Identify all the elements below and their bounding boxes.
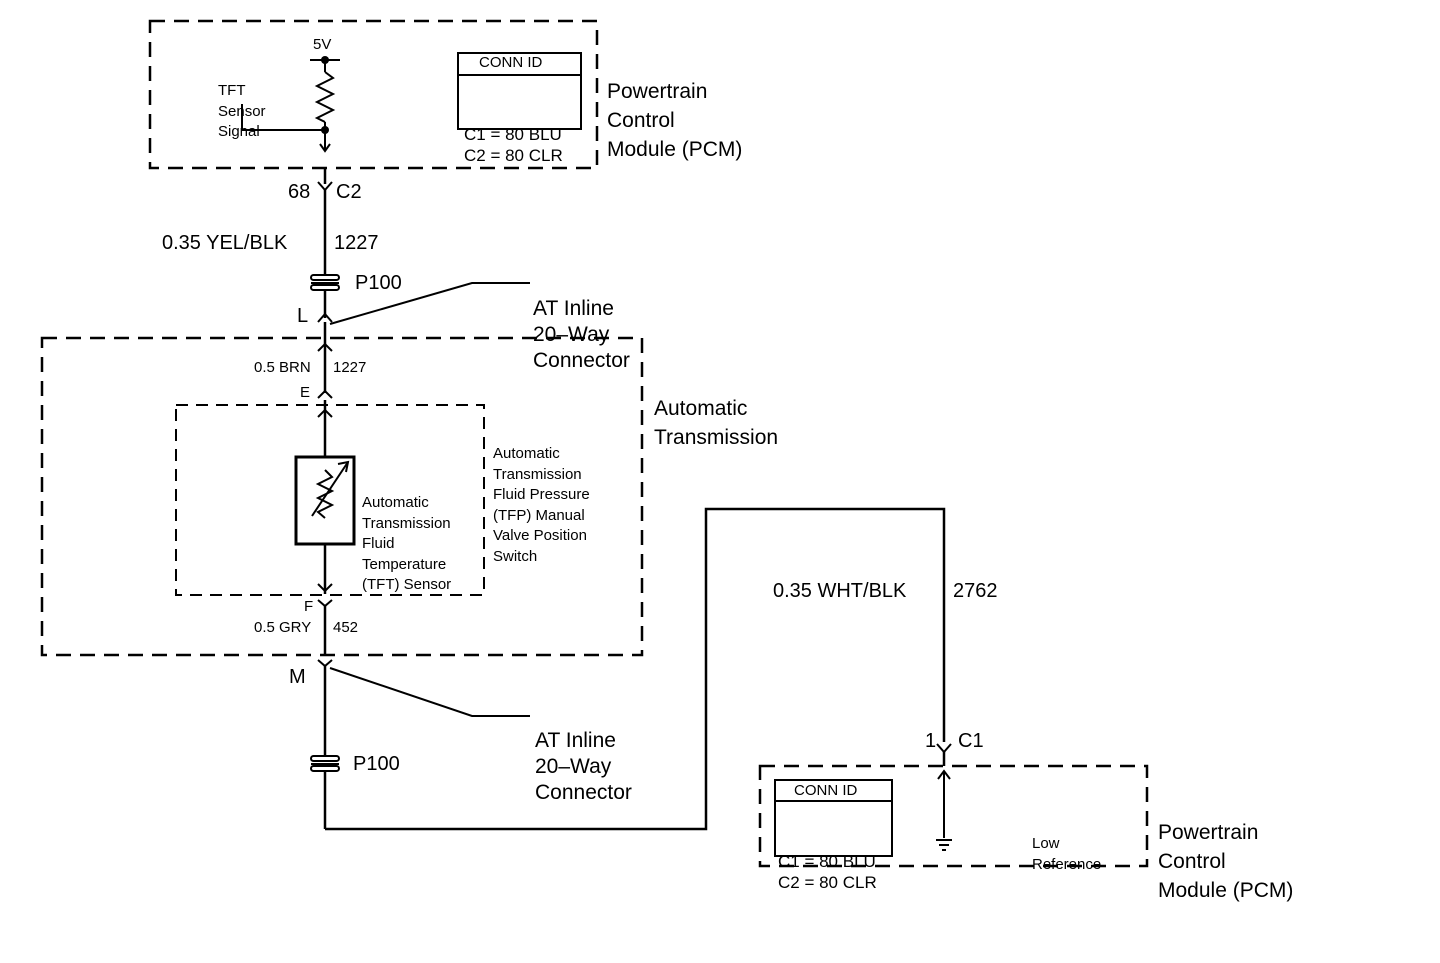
pin-f: F — [304, 598, 314, 615]
wire-right-circuit: 2762 — [953, 580, 998, 602]
wire-e-gauge-color: 0.5 BRN — [254, 359, 311, 376]
wire-e-circuit: 1227 — [333, 359, 367, 376]
inline-conn-top-pin: L — [297, 305, 309, 327]
wire-right-gauge-color: 0.35 WHT/BLK — [773, 580, 907, 602]
pcm-pin-bottom-connector: C1 — [958, 730, 984, 752]
conn-id-box-top — [457, 52, 582, 130]
wire-top-gauge-color: 0.35 YEL/BLK — [162, 232, 288, 254]
pcm-pin-bottom-number: 1 — [925, 730, 937, 752]
thermistor — [315, 469, 335, 519]
wire-f-circuit: 452 — [333, 619, 359, 636]
transmission-box — [40, 336, 644, 657]
pcm-bottom-box — [758, 764, 1149, 868]
conn-id-box-bottom — [774, 779, 893, 857]
pin-e: E — [300, 384, 311, 401]
conn-id-title-top: CONN ID — [479, 54, 543, 71]
schematic-lines — [40, 19, 1149, 868]
pcm-top-box — [148, 19, 599, 170]
wire-f-gauge-color: 0.5 GRY — [254, 619, 312, 636]
wire-top-circuit: 1227 — [334, 232, 379, 254]
splice-top-label: P100 — [355, 272, 402, 294]
voltage-label: 5V — [313, 36, 332, 53]
pullup-resistor — [314, 71, 336, 123]
inline-conn-bottom-pin: M — [289, 666, 306, 688]
splice-p100-bottom — [310, 755, 340, 772]
splice-p100-top — [310, 274, 340, 291]
pcm-pin-top-connector: C2 — [336, 181, 362, 203]
pcm-pin-top-number: 68 — [288, 181, 311, 203]
splice-bottom-label: P100 — [353, 753, 400, 775]
tfp-switch-box — [175, 404, 485, 596]
conn-id-title-bottom: CONN ID — [794, 782, 858, 799]
